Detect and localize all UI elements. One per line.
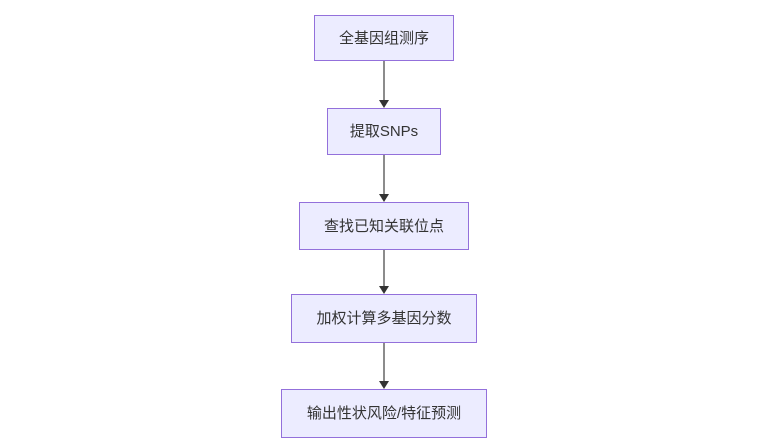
edge-line: [383, 343, 385, 381]
node-label: 加权计算多基因分数: [316, 310, 452, 327]
flowchart-node-lookup-known-loci[interactable]: 查找已知关联位点: [299, 202, 469, 250]
edge-line: [383, 155, 385, 194]
node-label: 全基因组测序: [338, 29, 429, 47]
flowchart-edge: [379, 343, 389, 389]
arrowhead-down-icon: [379, 381, 389, 389]
flowchart-node-output-trait-prediction[interactable]: 输出性状风险/特征预测: [281, 389, 487, 438]
flowchart-edge: [379, 250, 389, 294]
arrowhead-down-icon: [379, 286, 389, 294]
flowchart-node-extract-snps[interactable]: 提取SNPs: [327, 108, 441, 155]
edge-line: [383, 61, 385, 100]
node-label: 提取SNPs: [349, 123, 419, 140]
node-label: 输出性状风险/特征预测: [306, 405, 462, 422]
arrowhead-down-icon: [379, 194, 389, 202]
edge-line: [383, 250, 385, 286]
node-label: 查找已知关联位点: [323, 217, 444, 235]
flowchart-edge: [379, 155, 389, 202]
flowchart-node-weighted-polygenic-score[interactable]: 加权计算多基因分数: [291, 294, 477, 343]
arrowhead-down-icon: [379, 100, 389, 108]
flowchart-edge: [379, 61, 389, 108]
flowchart-node-whole-genome-sequencing[interactable]: 全基因组测序: [314, 15, 454, 61]
